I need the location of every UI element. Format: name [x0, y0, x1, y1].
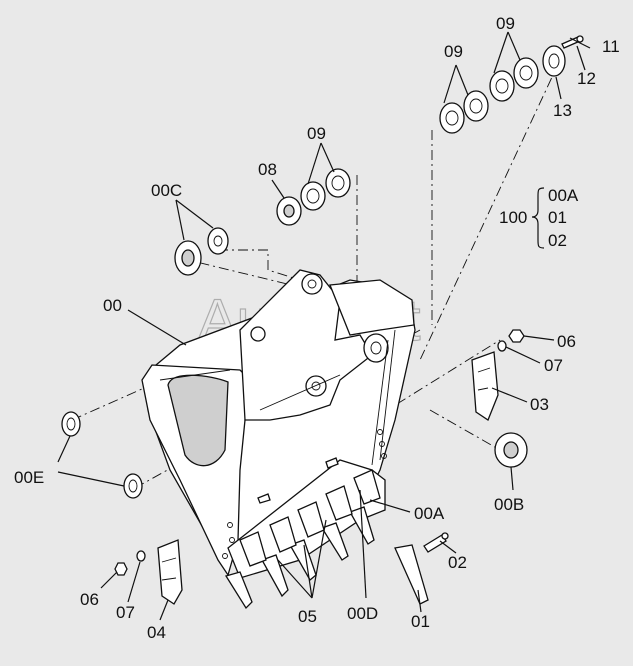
label-09-top-left: 09 [444, 42, 463, 61]
bushing-00B [494, 432, 528, 468]
shims-09-upper [489, 57, 539, 102]
shims-09-lower [300, 168, 351, 211]
label-00D: 00D [347, 604, 378, 623]
label-12: 12 [577, 69, 596, 88]
side-cutter-04 [157, 539, 183, 605]
label-00C: 00C [151, 181, 182, 200]
label-00: 00 [103, 296, 122, 315]
label-03: 03 [530, 395, 549, 414]
label-04: 04 [147, 623, 166, 642]
assembly-group: 100 00A 01 02 [499, 186, 579, 250]
label-07-left: 07 [116, 603, 135, 622]
plate-13 [542, 45, 566, 77]
assembly-bracket [531, 187, 545, 249]
washer-07-right [497, 340, 507, 352]
label-00A: 00A [414, 504, 445, 523]
label-13: 13 [553, 101, 572, 120]
label-00E: 00E [14, 468, 44, 487]
bolt-02 [423, 532, 449, 553]
label-06-left: 06 [80, 590, 99, 609]
shims-09-middle [439, 90, 489, 134]
teeth-row [224, 506, 429, 610]
adapters-row [239, 469, 381, 567]
label-00B: 00B [494, 495, 524, 514]
leader-lines [57, 31, 591, 621]
label-08: 08 [258, 160, 277, 179]
label-07-right: 07 [544, 356, 563, 375]
bushing-00E-upper [61, 411, 81, 437]
label-06-right: 06 [557, 332, 576, 351]
ring-08 [276, 196, 302, 226]
label-01: 01 [411, 612, 430, 631]
side-cutter-03 [471, 351, 499, 421]
bolt-top-left [257, 493, 271, 504]
nut-06-left [114, 562, 128, 576]
assembly-item-2: 01 [548, 208, 567, 227]
bushing-00E-lower [123, 473, 143, 499]
nut-06-right [508, 329, 525, 343]
washer-07-left [136, 550, 146, 562]
label-05: 05 [298, 607, 317, 626]
assembly-item-1: 00A [548, 186, 579, 205]
assembly-item-3: 02 [548, 231, 567, 250]
part-labels: 09 09 11 12 13 09 08 00C 00 00E 06 07 03… [14, 14, 620, 642]
assembly-number: 100 [499, 208, 527, 227]
label-11: 11 [602, 37, 620, 56]
bolt-mid [325, 457, 339, 469]
label-02: 02 [448, 553, 467, 572]
bolt-12 [561, 35, 584, 49]
label-09-lower: 09 [307, 124, 326, 143]
bushing-00C [174, 227, 229, 276]
center-lines [71, 59, 561, 521]
label-09-top-right: 09 [496, 14, 515, 33]
